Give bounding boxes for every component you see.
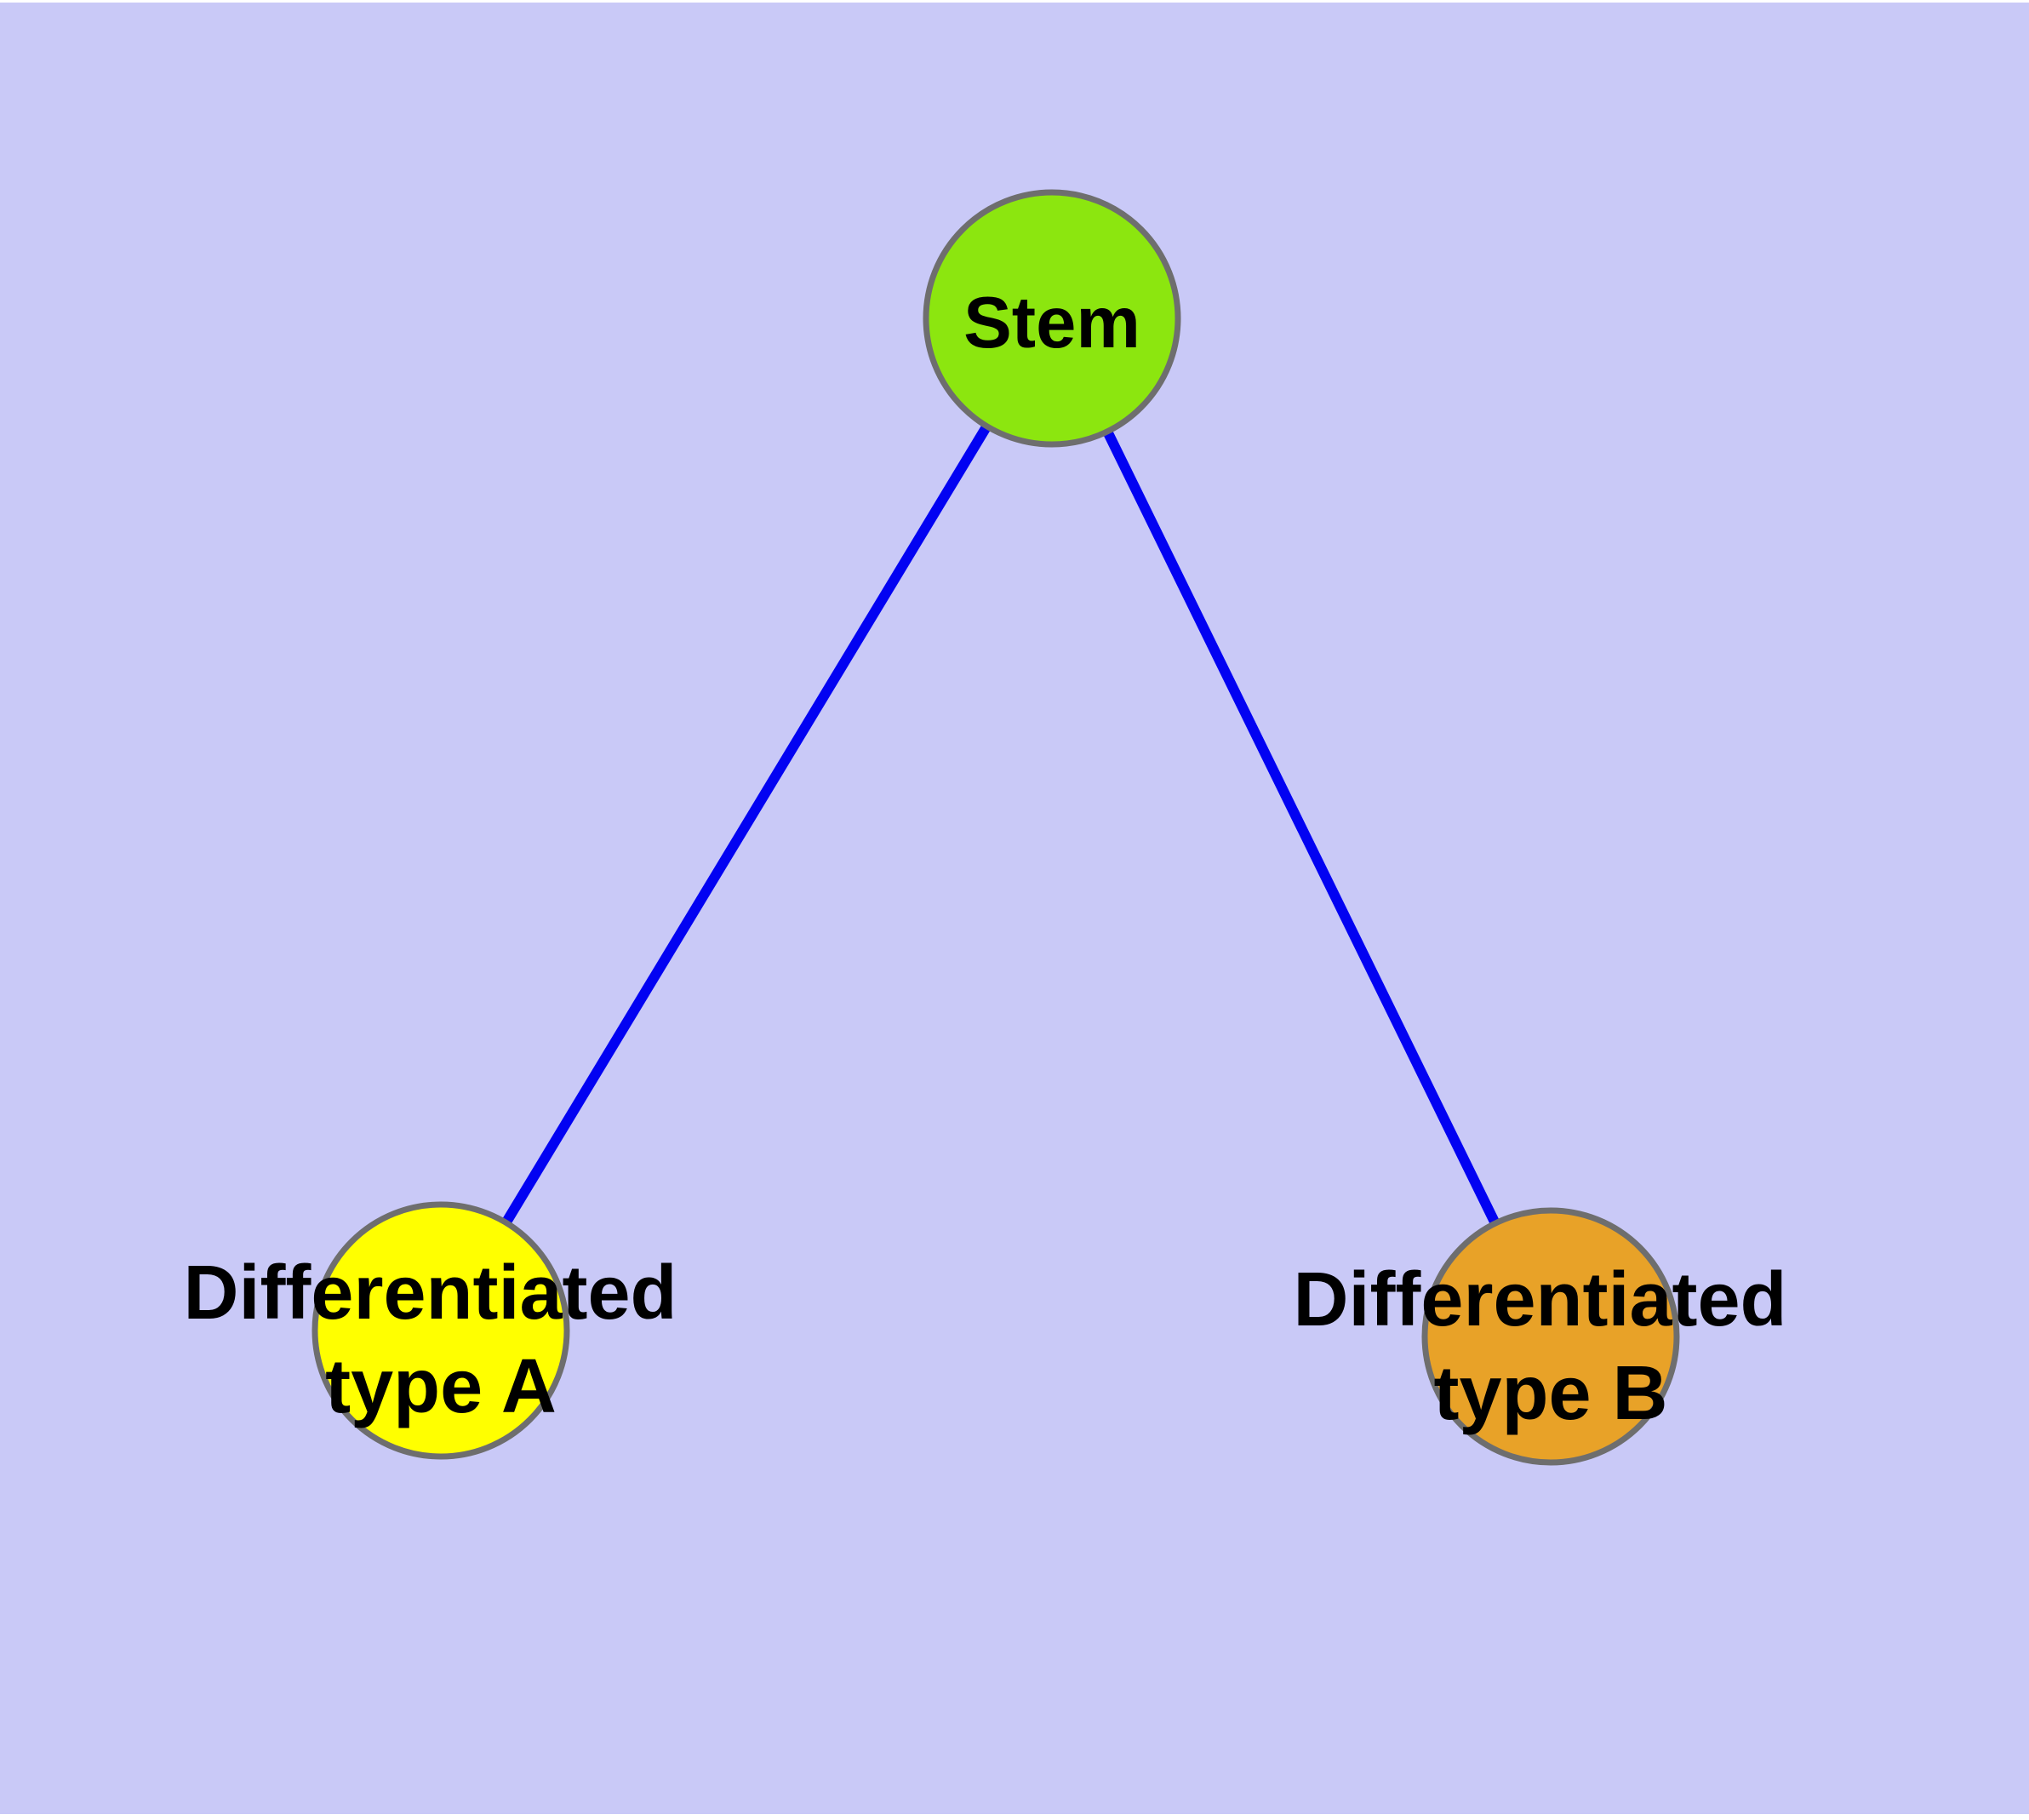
node-type-b-label: Differentiated type B bbox=[1293, 1257, 1808, 1436]
node-stem bbox=[923, 189, 1181, 448]
node-type-b-label-line2: type B bbox=[1433, 1351, 1667, 1436]
node-type-a-label-line1: Differentiated bbox=[183, 1251, 677, 1336]
node-stem-label: Stem bbox=[963, 283, 1140, 363]
node-differentiated-type-a bbox=[311, 1201, 570, 1460]
node-type-a-label-line2: type A bbox=[325, 1344, 557, 1429]
node-differentiated-type-b bbox=[1421, 1207, 1680, 1466]
edge-stem-to-type-b bbox=[1047, 316, 1556, 1339]
edge-stem-to-type-a bbox=[436, 315, 1057, 1334]
node-type-b-label-line1: Differentiated bbox=[1293, 1257, 1786, 1342]
node-type-a-label: Differentiated type A bbox=[183, 1251, 698, 1429]
